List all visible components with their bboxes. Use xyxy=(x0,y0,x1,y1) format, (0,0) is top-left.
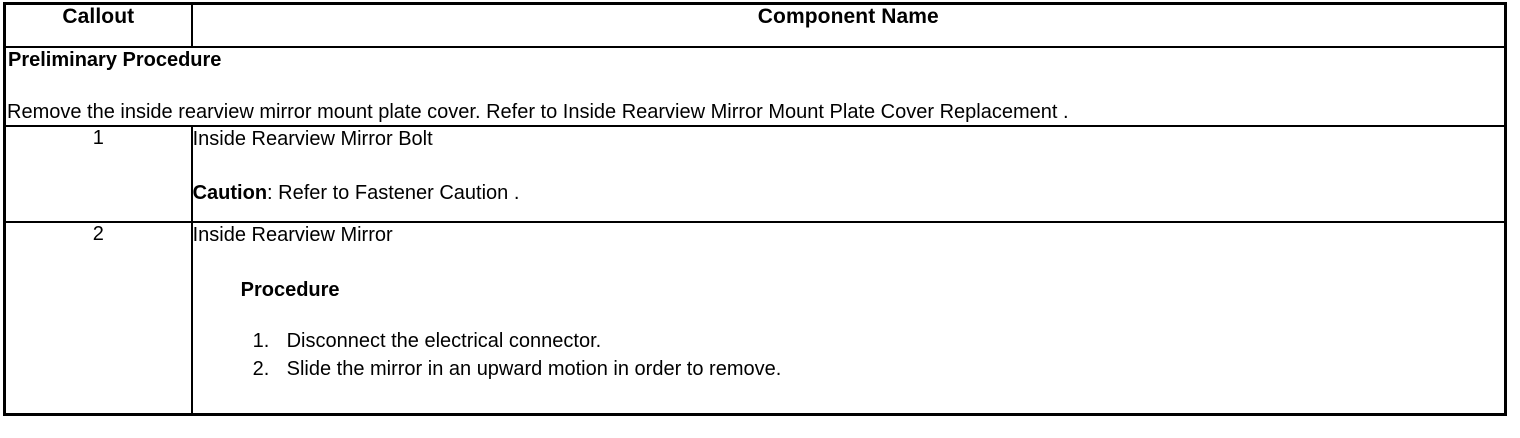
procedure-heading: Procedure xyxy=(240,279,340,301)
table-row: 1 Inside Rearview Mirror Bolt Caution: R… xyxy=(3,125,1507,223)
step-text: Slide the mirror in an upward motion in … xyxy=(286,358,782,380)
callout-number-1: 1 xyxy=(3,125,193,223)
component-cell-2: Inside Rearview Mirror Procedure 1. Disco… xyxy=(190,221,1507,416)
table-row: 2 Inside Rearview Mirror Procedure 1. Dis… xyxy=(3,221,1507,416)
preliminary-procedure-row: Preliminary Procedure Remove the inside … xyxy=(3,46,1507,127)
callout-number-2: 2 xyxy=(3,221,193,416)
component-title-2: Inside Rearview Mirror xyxy=(192,224,393,246)
column-header-component-name: Component Name xyxy=(190,2,1507,48)
step-number: 1. xyxy=(252,330,270,352)
component-cell-1: Inside Rearview Mirror Bolt Caution: Ref… xyxy=(190,125,1507,223)
step-number: 2. xyxy=(252,358,270,380)
list-item: 2. Slide the mirror in an upward motion i… xyxy=(253,355,1504,383)
preliminary-procedure-text: Remove the inside rearview mirror mount … xyxy=(7,101,1069,123)
component-callout-table: Callout Component Name Preliminary Proce… xyxy=(3,2,1507,416)
column-header-callout: Callout xyxy=(3,2,193,48)
preliminary-procedure-heading: Preliminary Procedure xyxy=(8,49,222,71)
preliminary-procedure-cell: Preliminary Procedure Remove the inside … xyxy=(3,46,1507,127)
table-header-row: Callout Component Name xyxy=(3,2,1507,48)
list-item: 1. Disconnect the electrical connector. xyxy=(253,327,1504,355)
step-text: Disconnect the electrical connector. xyxy=(286,330,602,352)
caution-note-1: Caution: Refer to Fastener Caution . xyxy=(193,181,1504,206)
component-title-1: Inside Rearview Mirror Bolt xyxy=(192,128,433,150)
caution-label: Caution xyxy=(192,182,268,204)
caution-text: : Refer to Fastener Caution . xyxy=(267,182,520,204)
procedure-step-list: 1. Disconnect the electrical connector. 2… xyxy=(193,327,1504,383)
